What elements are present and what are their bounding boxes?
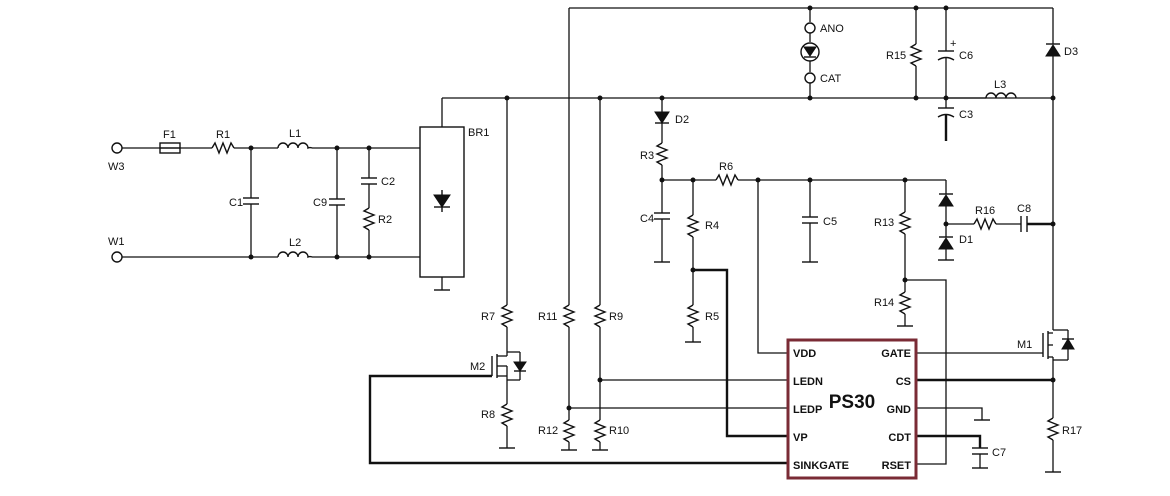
label-r12: R12: [538, 425, 558, 437]
pin-ledn: LEDN: [793, 376, 823, 388]
label-m1: M1: [1017, 339, 1032, 351]
label-d2: D2: [675, 114, 689, 126]
resistor-r11: [562, 304, 576, 328]
resistor-r17: [1046, 417, 1060, 441]
label-c8: C8: [1017, 203, 1031, 215]
resistor-r16: [973, 217, 997, 231]
label-f1: F1: [163, 129, 176, 141]
label-r17: R17: [1062, 425, 1082, 437]
pin-cs: CS: [896, 376, 911, 388]
label-r13: R13: [874, 217, 894, 229]
label-r16: R16: [975, 205, 995, 217]
pin-sinkgate: SINKGATE: [793, 460, 849, 472]
label-c2: C2: [381, 176, 395, 188]
label-c4: C4: [640, 213, 654, 225]
label-c7: C7: [992, 447, 1006, 459]
resistor-r6: [715, 173, 739, 187]
label-r7: R7: [481, 311, 495, 323]
label-d1: D1: [959, 234, 973, 246]
label-l1: L1: [289, 128, 301, 140]
label-cat: CAT: [820, 73, 841, 85]
label-r14: R14: [874, 297, 894, 309]
label-c6: C6: [959, 50, 973, 62]
terminal-ano: [804, 22, 816, 34]
ic-ps30: PS30 VDD LEDN LEDP VP SINKGATE GATE CS G…: [786, 338, 918, 480]
label-w1: W1: [108, 236, 125, 248]
label-r11: R11: [538, 311, 557, 323]
pin-cdt: CDT: [888, 432, 911, 444]
label-r9: R9: [609, 311, 623, 323]
terminal-w1: [111, 251, 123, 263]
label-l3: L3: [994, 79, 1006, 91]
resistor-r2: [362, 207, 376, 231]
resistor-r10: [593, 419, 607, 443]
label-d3: D3: [1064, 46, 1078, 58]
label-r15: R15: [886, 50, 906, 62]
label-m2: M2: [470, 361, 485, 373]
input-section: W3 F1 R1 L1 W1 L2 C1 C9: [108, 128, 420, 263]
led-symbol: [803, 46, 817, 57]
svg-text:+: +: [950, 38, 956, 50]
resistor-r5: [686, 304, 700, 328]
diode-d2: [654, 111, 670, 124]
resistor-r9: [593, 304, 607, 328]
pin-rset: RSET: [882, 460, 912, 472]
ic-body: [786, 338, 918, 480]
label-br1: BR1: [468, 127, 489, 139]
label-c1: C1: [229, 197, 243, 209]
label-c3: C3: [959, 109, 973, 121]
pin-gate: GATE: [881, 348, 911, 360]
bridge-rectifier-br1: BR1: [419, 98, 489, 291]
resistor-r12: [562, 419, 576, 443]
label-ano: ANO: [820, 23, 844, 35]
resistor-r1: [211, 141, 235, 155]
resistor-r14: [898, 291, 912, 315]
pin-vdd: VDD: [793, 348, 816, 360]
pin-gnd: GND: [887, 404, 912, 416]
label-r3: R3: [640, 150, 654, 162]
resistor-r15: [909, 43, 923, 67]
pin-vp: VP: [793, 432, 808, 444]
label-c9: C9: [313, 197, 327, 209]
label-r5: R5: [705, 311, 719, 323]
label-c5: C5: [823, 216, 837, 228]
inductor-l2: [277, 251, 313, 259]
resistor-r13: [898, 211, 912, 235]
label-r4: R4: [705, 220, 719, 232]
pin-ledp: LEDP: [793, 404, 822, 416]
inductor-l1: [277, 142, 313, 150]
label-r10: R10: [609, 425, 629, 437]
label-r6: R6: [719, 161, 733, 173]
label-w3: W3: [108, 161, 125, 173]
mosfet-m1: [1042, 329, 1075, 361]
resistor-r8: [500, 403, 514, 427]
label-r2: R2: [378, 214, 392, 226]
label-l2: L2: [289, 237, 301, 249]
led-output: ANO CAT: [800, 8, 844, 98]
label-r8: R8: [481, 409, 495, 421]
resistor-r4: [686, 214, 700, 238]
resistor-r7: [500, 304, 514, 328]
mosfet-m2: [491, 351, 527, 381]
terminal-w3: [111, 142, 123, 154]
ic-name: PS30: [829, 392, 875, 413]
terminal-cat: [804, 72, 816, 84]
label-r1: R1: [216, 129, 230, 141]
resistor-r3: [655, 142, 669, 166]
